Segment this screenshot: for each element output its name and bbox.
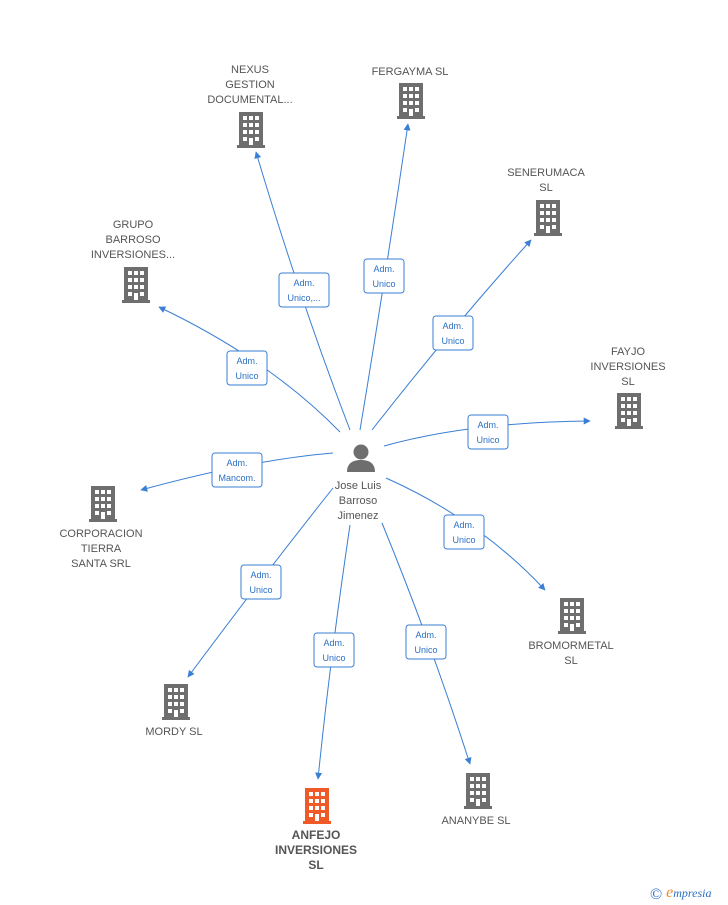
building-icon — [464, 773, 492, 809]
edge-nexus[interactable]: Adm. Unico,... — [254, 151, 351, 431]
brand-initial: e — [666, 884, 674, 901]
edge-label-text: Adm. — [477, 420, 498, 430]
company-node-mordy[interactable]: MORDY SL — [145, 684, 203, 738]
edge-senerumaca[interactable]: Adm. Unico — [371, 239, 532, 431]
company-node-nexus[interactable]: NEXUS GESTION DOCUMENTAL... — [207, 64, 293, 148]
copyright-icon: © — [650, 886, 663, 903]
company-label-line: GESTION — [225, 79, 275, 91]
center-person[interactable]: Jose Luis Barroso Jimenez — [335, 444, 382, 523]
edge-label-text: Unico — [452, 535, 475, 545]
company-label-line: SL — [564, 655, 577, 667]
edge-label-box — [443, 514, 485, 550]
building-icon — [162, 684, 190, 720]
building-icon — [122, 267, 150, 303]
edge-label-text: Unico — [322, 653, 345, 663]
edge-label-text: Adm. — [323, 638, 344, 648]
edge-label-text: Unico — [414, 645, 437, 655]
company-label-line: SL — [539, 182, 552, 194]
edge-label-text: Adm. — [236, 356, 257, 366]
company-label-line: GRUPO — [113, 219, 154, 231]
company-label-line: NEXUS — [231, 64, 269, 76]
person-icon — [347, 444, 375, 472]
edge-label-text: Adm. — [442, 321, 463, 331]
company-label-line: MORDY SL — [145, 726, 202, 738]
edge-label-box — [240, 564, 282, 600]
company-label-line: ANANYBE SL — [441, 815, 510, 827]
company-label-line: ANFEJO — [292, 828, 341, 842]
company-label-line: CORPORACION — [59, 528, 142, 540]
edge-label-text: Adm. — [250, 570, 271, 580]
company-label-line: SL — [308, 858, 323, 872]
company-label-line: INVERSIONES — [590, 361, 665, 373]
building-icon — [237, 112, 265, 148]
edge-label-box — [211, 452, 263, 488]
edge-label-box — [405, 624, 447, 660]
center-name-line: Jimenez — [338, 510, 379, 522]
company-node-grupo[interactable]: GRUPO BARROSO INVERSIONES... — [91, 219, 175, 303]
building-icon — [303, 788, 331, 824]
edge-label-text: Mancom. — [218, 473, 255, 483]
company-label-line: BROMORMETAL — [528, 640, 613, 652]
company-node-ananybe[interactable]: ANANYBE SL — [441, 773, 511, 827]
company-node-fayjo[interactable]: FAYJO INVERSIONES SL — [590, 346, 666, 429]
company-label-line: SENERUMACA — [507, 167, 585, 179]
edge-label-text: Adm. — [293, 278, 314, 288]
edge-fergayma[interactable]: Adm. Unico — [359, 123, 411, 431]
company-label-line: INVERSIONES... — [91, 249, 175, 261]
company-label-line: BARROSO — [105, 234, 160, 246]
edge-label-text: Adm. — [373, 264, 394, 274]
edge-label-box — [363, 258, 405, 294]
company-node-fergayma[interactable]: FERGAYMA SL — [372, 66, 449, 119]
edge-label-text: Unico — [372, 279, 395, 289]
center-name-line: Barroso — [339, 495, 378, 507]
edge-label-text: Unico — [235, 371, 258, 381]
edge-label-text: Unico — [249, 585, 272, 595]
company-node-corporacion[interactable]: CORPORACION TIERRA SANTA SRL — [59, 486, 143, 570]
building-icon — [558, 598, 586, 634]
brand-name: mpresia — [673, 886, 712, 900]
edge-label-text: Unico — [441, 336, 464, 346]
edge-mordy[interactable]: Adm. Unico — [187, 487, 334, 678]
edge-label-text: Unico — [476, 435, 499, 445]
company-label-line: FERGAYMA SL — [372, 66, 449, 78]
building-icon — [534, 200, 562, 236]
edge-bromormetal[interactable]: Adm. Unico — [385, 477, 546, 591]
company-label-line: INVERSIONES — [275, 843, 357, 857]
building-icon — [89, 486, 117, 522]
edge-label-box — [278, 272, 330, 308]
edge-label-box — [432, 315, 474, 351]
company-label-line: FAYJO — [611, 346, 645, 358]
company-label-line: TIERRA — [81, 543, 122, 555]
center-name-line: Jose Luis — [335, 480, 382, 492]
company-label-line: SANTA SRL — [71, 558, 131, 570]
edge-ananybe[interactable]: Adm. Unico — [381, 522, 472, 765]
edge-grupo[interactable]: Adm. Unico — [158, 306, 341, 433]
company-node-bromormetal[interactable]: BROMORMETAL SL — [528, 598, 614, 667]
company-label-line: DOCUMENTAL... — [207, 94, 292, 106]
edge-label-text: Adm. — [415, 630, 436, 640]
company-node-senerumaca[interactable]: SENERUMACA SL — [507, 167, 585, 236]
edge-label-box — [313, 632, 355, 668]
edge-label-box — [467, 414, 509, 450]
edge-label-text: Adm. — [453, 520, 474, 530]
company-label-line: SL — [621, 376, 634, 388]
edge-label-text: Unico,... — [287, 293, 320, 303]
building-icon — [615, 393, 643, 429]
edge-label-text: Adm. — [226, 458, 247, 468]
edge-label-box — [226, 350, 268, 386]
edge-fayjo[interactable]: Adm. Unico — [383, 414, 591, 450]
building-icon — [397, 83, 425, 119]
edge-corporacion[interactable]: Adm. Mancom. — [140, 452, 334, 492]
empresia-watermark: ©empresia — [650, 884, 712, 904]
edge-anfejo[interactable]: Adm. Unico — [313, 524, 355, 780]
